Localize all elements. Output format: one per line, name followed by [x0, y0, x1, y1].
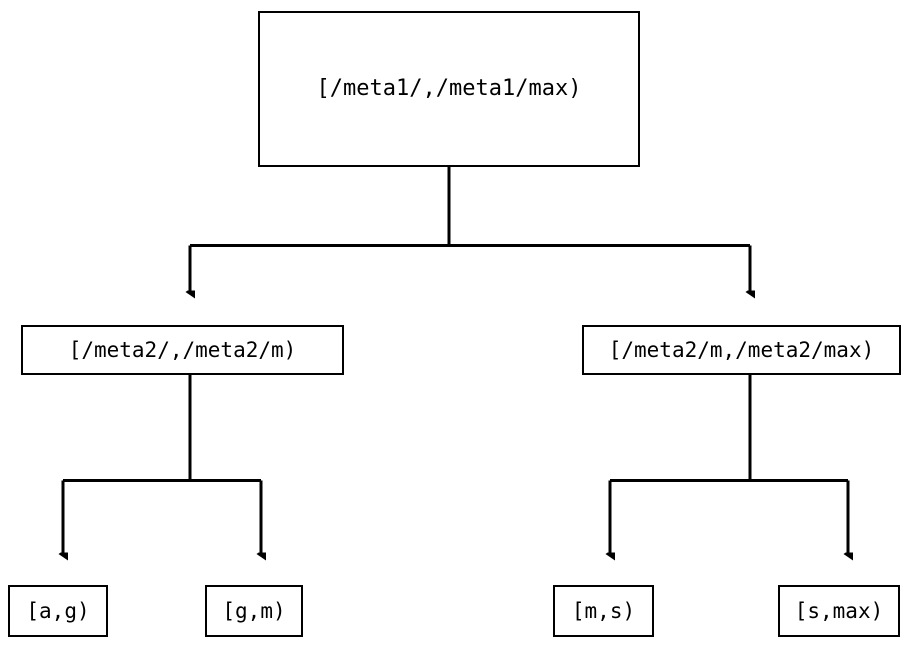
node-leaf-g-m-label: [g,m): [222, 598, 286, 623]
node-leaf-a-g[interactable]: [a,g): [8, 585, 108, 637]
node-leaf-m-s[interactable]: [m,s): [553, 585, 654, 637]
node-leaf-s-max[interactable]: [s,max): [778, 585, 900, 637]
node-leaf-a-g-label: [a,g): [26, 598, 90, 623]
node-mid-left-label: [/meta2/,/meta2/m): [68, 337, 297, 362]
node-mid-left[interactable]: [/meta2/,/meta2/m): [21, 325, 344, 375]
node-mid-right[interactable]: [/meta2/m,/meta2/max): [582, 325, 901, 375]
node-leaf-s-max-label: [s,max): [794, 598, 884, 623]
node-leaf-m-s-label: [m,s): [571, 598, 636, 623]
node-root[interactable]: [/meta1/,/meta1/max): [258, 11, 640, 167]
node-leaf-g-m[interactable]: [g,m): [205, 585, 303, 637]
node-mid-right-label: [/meta2/m,/meta2/max): [608, 337, 875, 362]
node-root-label: [/meta1/,/meta1/max): [316, 76, 582, 101]
